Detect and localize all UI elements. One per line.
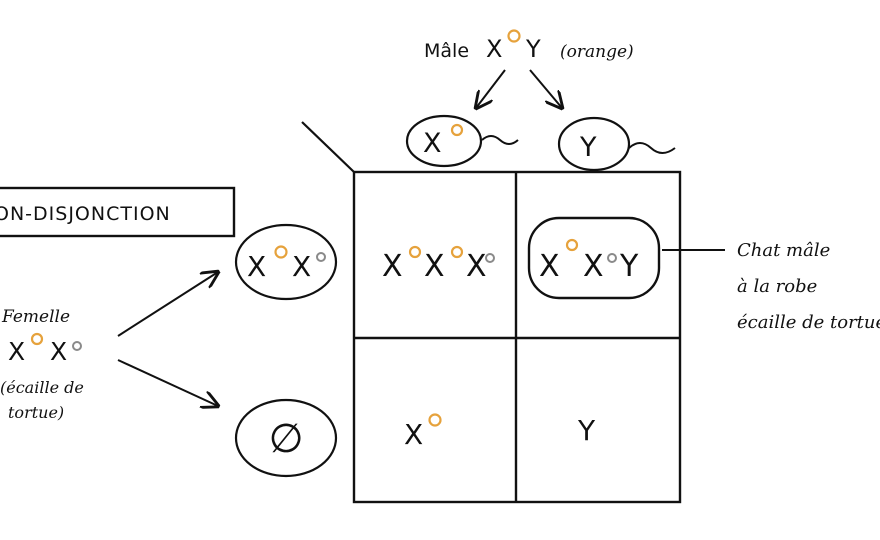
sperm-tail-icon <box>628 142 676 154</box>
cell-tl-x2: X <box>424 249 445 284</box>
male-x-chromosome: X <box>486 35 502 63</box>
male-gamete-y-cell <box>557 116 631 172</box>
grey-allele-icon <box>316 252 326 262</box>
orange-allele-icon <box>450 245 464 259</box>
female-label: Femelle <box>1 307 70 327</box>
arrow-to-y-gamete <box>529 69 562 108</box>
cell-tr-x1: X <box>539 249 560 284</box>
orange-allele-icon <box>274 245 288 259</box>
male-label: Mâle <box>424 40 469 62</box>
orange-allele-icon <box>30 332 44 346</box>
null-set-icon: ∅ <box>269 416 304 462</box>
orange-allele-icon <box>450 123 464 137</box>
orange-allele-icon <box>428 413 442 427</box>
female-note-line2: tortue) <box>8 403 64 422</box>
annotation-line3: écaille de tortue <box>737 312 880 333</box>
female-x1: X <box>8 337 25 366</box>
cell-tl-x1: X <box>382 249 403 284</box>
cell-br-y: Y <box>577 414 596 447</box>
grey-allele-icon <box>72 341 82 351</box>
orange-allele-icon <box>408 245 422 259</box>
male-note: (orange) <box>560 42 634 62</box>
male-gamete-x-cell <box>405 114 483 168</box>
male-y-chromosome: Y <box>525 35 541 63</box>
male-gamete-x: X <box>423 128 442 159</box>
orange-allele-icon <box>565 238 579 252</box>
arrow-to-xx-gamete <box>117 272 218 337</box>
cell-bl-x: X <box>404 418 423 451</box>
grid-corner-diagonal <box>301 121 355 173</box>
annotation-line1: Chat mâle <box>737 240 830 261</box>
female-x2: X <box>50 337 67 366</box>
arrow-to-null-gamete <box>117 359 218 406</box>
female-gamete-xx-x1: X <box>247 250 266 283</box>
female-gamete-xx-cell <box>234 223 338 301</box>
female-note-line1: (écaille de <box>0 378 84 397</box>
male-gamete-y: Y <box>579 132 597 163</box>
highlight-circle <box>527 216 661 300</box>
title-text: ON-DISJONCTION <box>0 203 171 225</box>
grey-allele-icon <box>607 253 617 263</box>
cell-tr-x2: X <box>583 249 604 284</box>
title-box <box>0 186 236 238</box>
cell-tl-x3: X <box>466 249 487 284</box>
female-gamete-null-cell <box>234 398 338 478</box>
female-gamete-xx-x2: X <box>292 250 311 283</box>
annotation-line2: à la robe <box>737 276 817 297</box>
orange-allele-icon <box>507 29 521 43</box>
arrow-to-x-gamete <box>476 69 506 108</box>
cell-tr-y: Y <box>619 249 639 284</box>
sperm-tail-icon <box>481 135 519 145</box>
grey-allele-icon <box>485 253 495 263</box>
